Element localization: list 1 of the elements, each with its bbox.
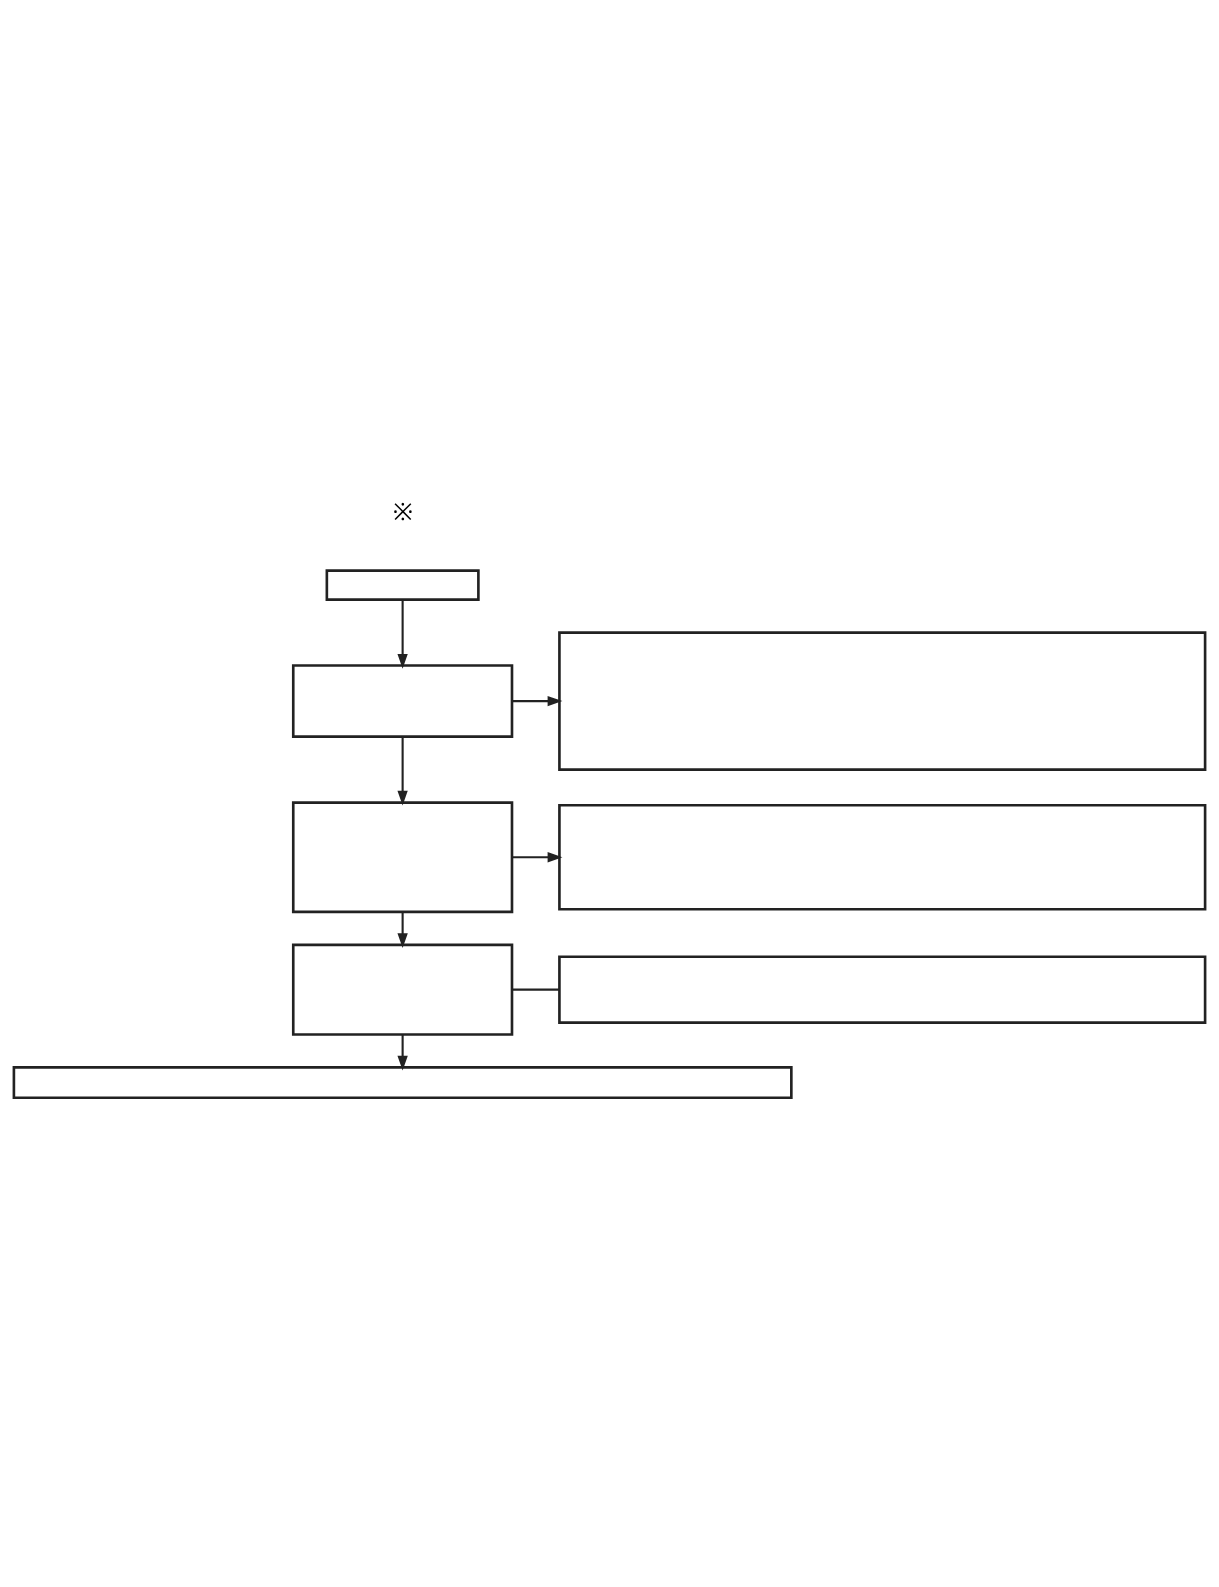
label: ※ bbox=[392, 498, 413, 525]
